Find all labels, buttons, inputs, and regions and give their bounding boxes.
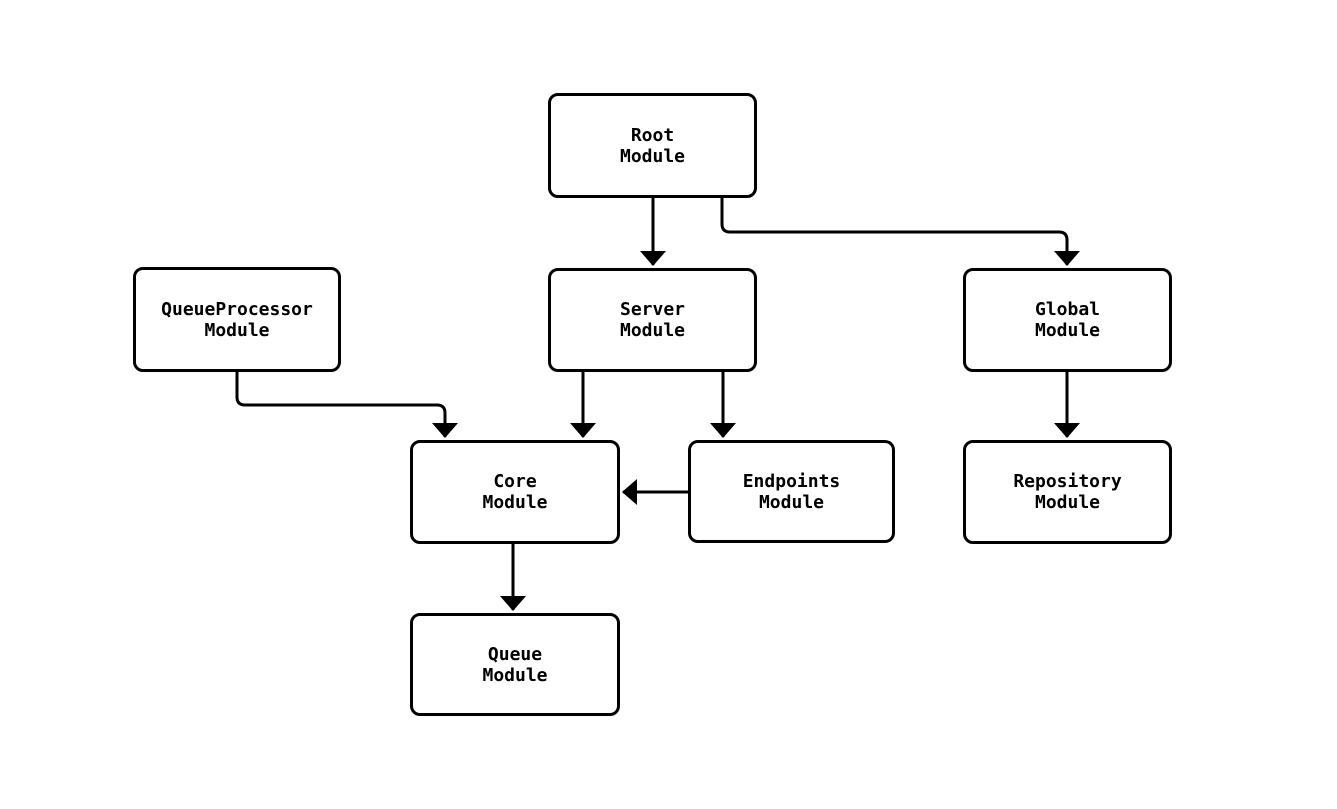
node-core-module-label: Core Module xyxy=(482,471,548,513)
node-queueprocessor-module: QueueProcessor Module xyxy=(133,267,341,372)
node-repository-module: Repository Module xyxy=(963,440,1172,544)
node-queue-module: Queue Module xyxy=(410,613,620,716)
node-queue-module-label: Queue Module xyxy=(482,643,548,686)
node-root-module: Root Module xyxy=(548,93,757,198)
node-repository-module-label: Repository Module xyxy=(1013,471,1122,513)
node-root-module-label: Root Module xyxy=(619,124,686,167)
node-endpoints-module-label: Endpoints Module xyxy=(742,470,841,513)
node-endpoints-module: Endpoints Module xyxy=(688,440,895,543)
node-global-module: Global Module xyxy=(963,268,1172,372)
node-server-module: Server Module xyxy=(548,268,757,372)
edge-queueprocessor-to-core xyxy=(235,372,458,438)
node-global-module-label: Global Module xyxy=(1034,299,1101,341)
edge-root-to-global xyxy=(720,198,1080,266)
node-queueprocessor-module-label: QueueProcessor Module xyxy=(161,298,313,341)
node-core-module: Core Module xyxy=(410,440,620,544)
node-server-module-label: Server Module xyxy=(619,299,686,341)
